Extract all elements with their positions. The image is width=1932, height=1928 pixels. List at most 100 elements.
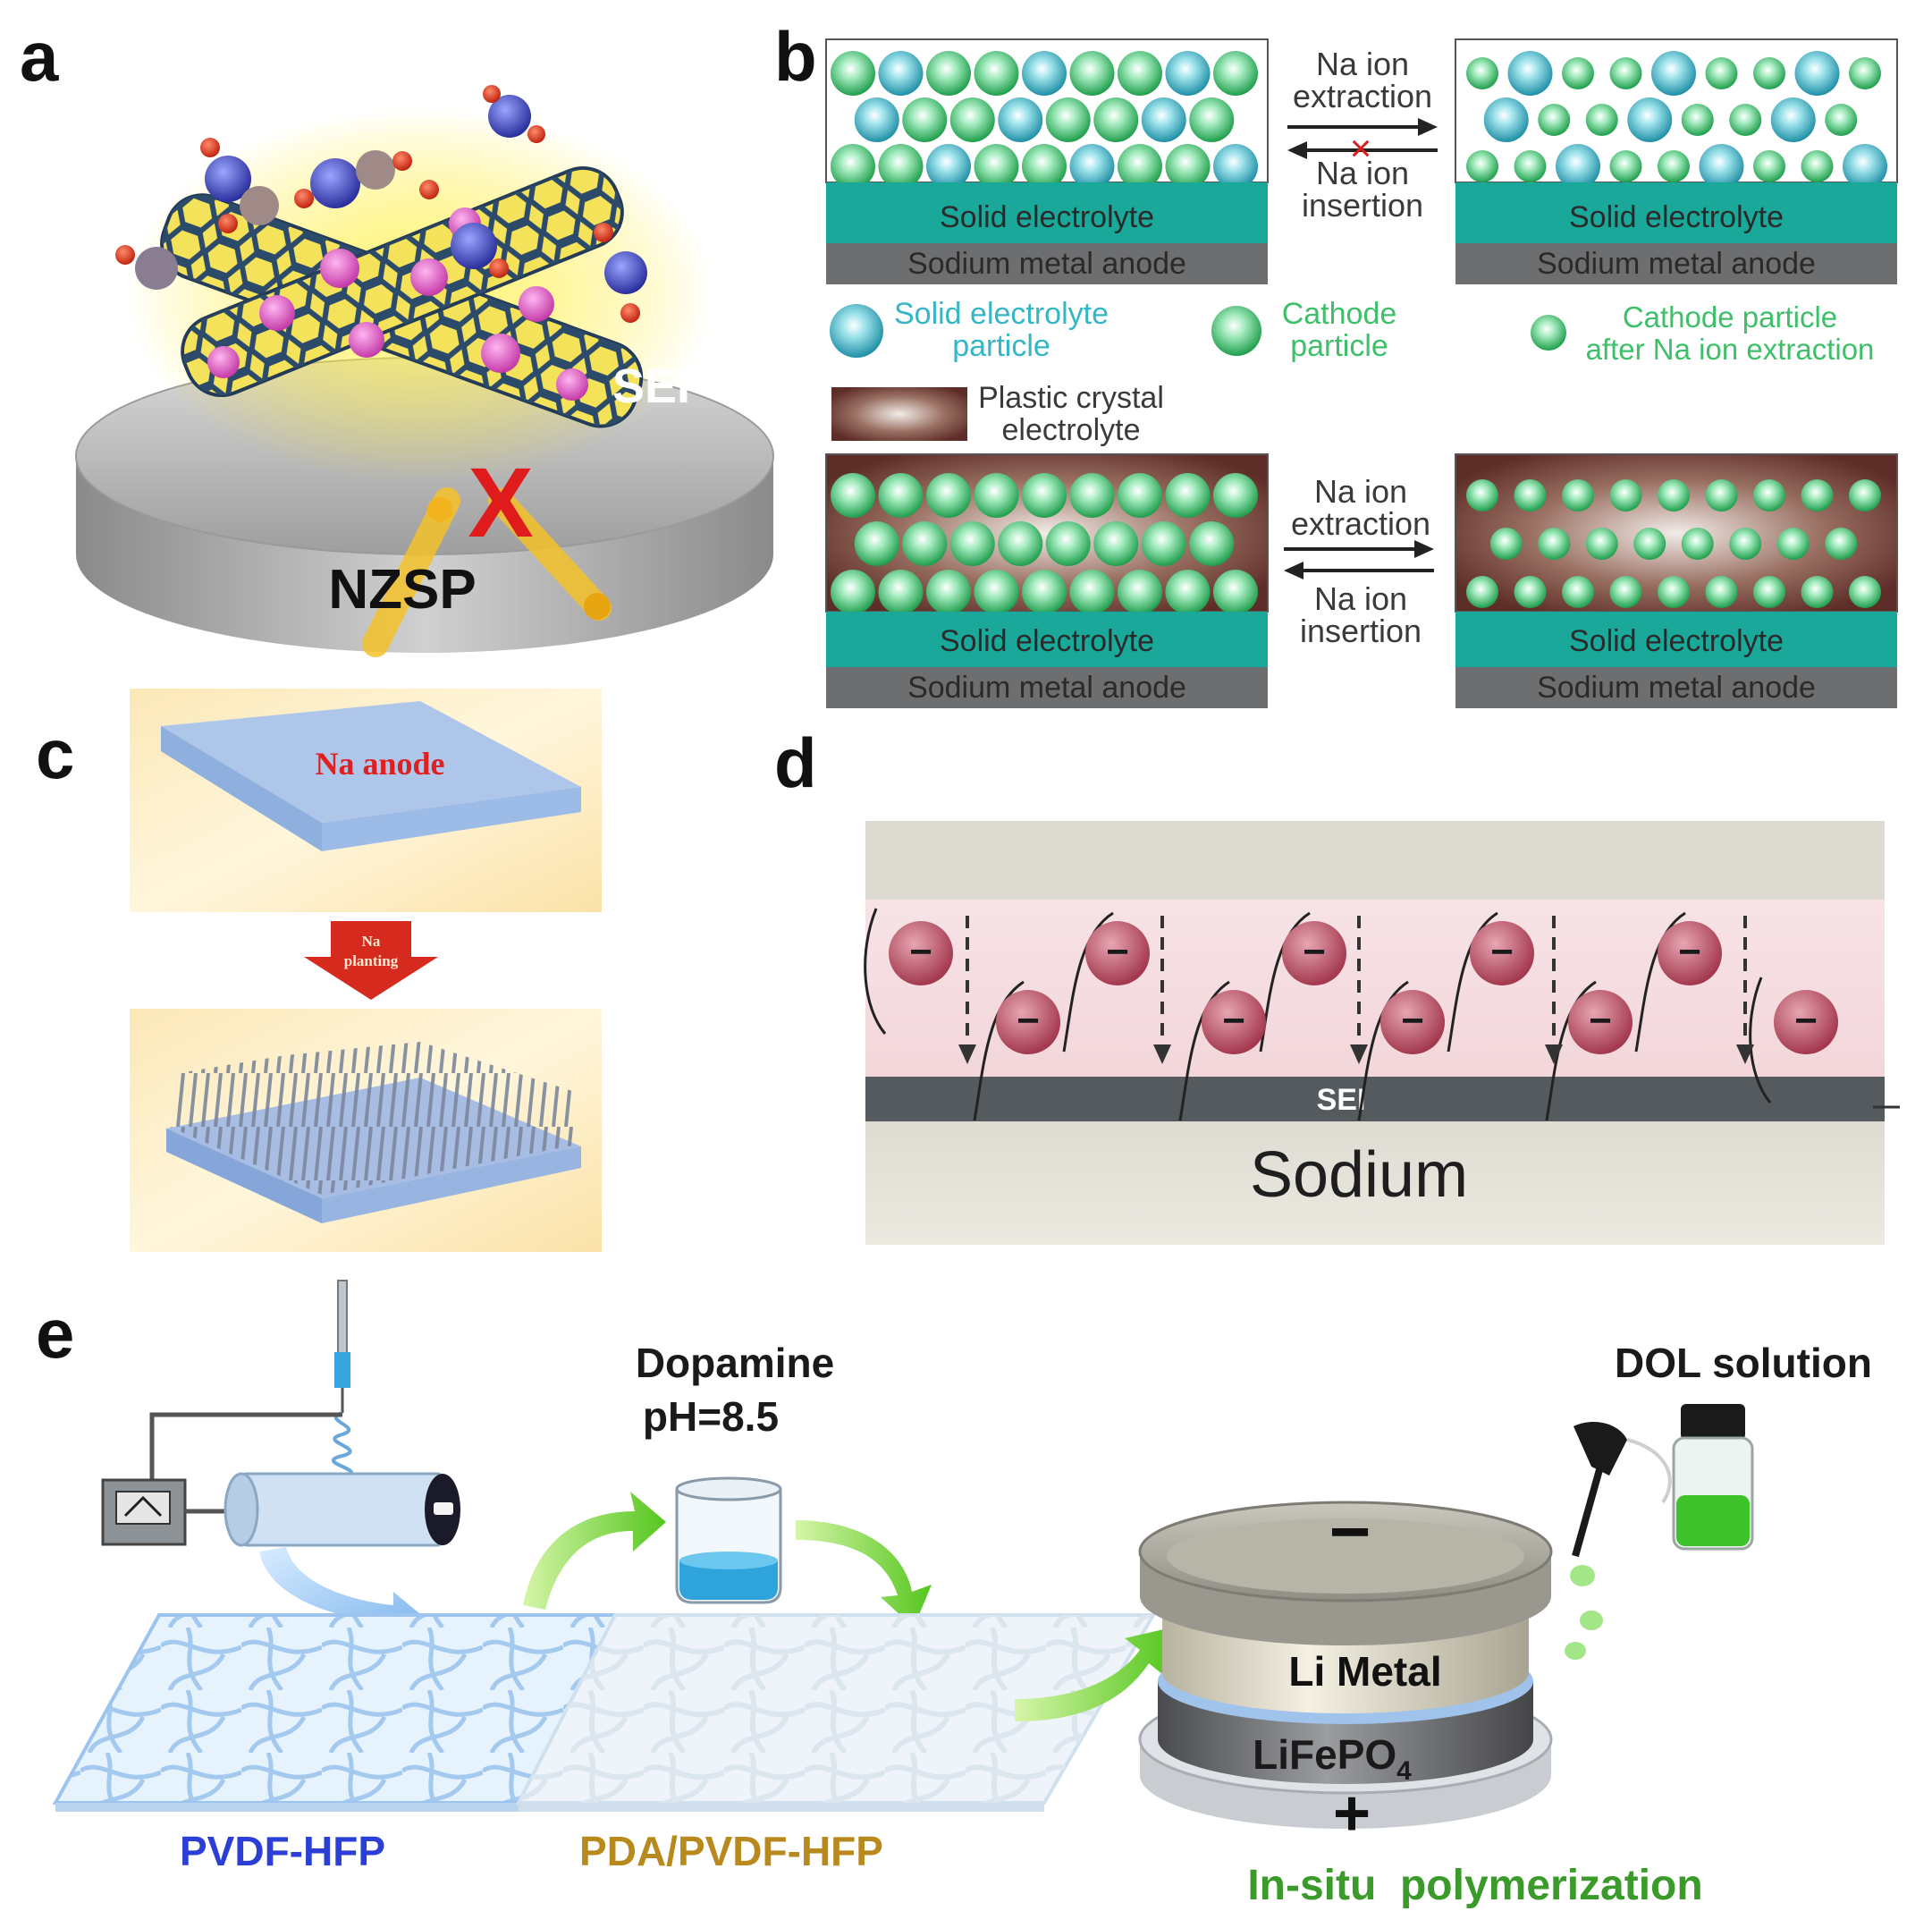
cathode-particle [1514,576,1547,608]
li-metal-label: Li Metal [1288,1648,1441,1695]
cathode-particle [1165,570,1211,614]
cathode-particle [1705,576,1738,608]
cathode-particle [926,473,971,518]
solid-electrolyte-particle [1770,97,1816,142]
blocked-x-mark: X [468,448,533,558]
na-plating-arrow: Na planting [304,921,438,1000]
migration-arrowhead [1545,1044,1563,1064]
pipette-hand-icon [1572,1422,1672,1558]
migration-arrowhead [1153,1044,1171,1064]
cathode-particle [1045,521,1091,566]
blocked-insertion-mark: × [1350,127,1372,169]
cathode-particle [1825,528,1858,560]
fiber-jet [332,1411,353,1479]
cathode-particle [1609,57,1642,89]
cathode-particle [1658,576,1690,608]
cell-bottom-right: Solid electrolyte Sodium metal anode [1455,453,1898,708]
anion-charge: − [1401,999,1424,1043]
cathode-particle [1609,576,1642,608]
dol-solution-label: DOL solution [1615,1340,1872,1386]
legend-solid-electrolyte-line2: particle [952,329,1050,363]
solid-electrolyte-particle [926,144,971,189]
bottom-reaction-arrows: Na ion extraction Na ion insertion [1284,473,1434,649]
sodium-anode-label: Sodium metal anode [1537,247,1816,281]
cathode-particle [1118,473,1162,518]
cathode-particle [1681,104,1714,136]
sei-layer [865,1077,1885,1121]
sodium-anode-label: Sodium metal anode [907,247,1186,281]
cathode-particle [1562,479,1594,512]
anion-charge: − [1222,999,1245,1043]
solid-electrolyte-label: Solid electrolyte [940,624,1154,658]
cathode-particle [1489,528,1523,560]
cathode-particle [926,51,971,96]
pda-pvdf-hfp-label: PDA/PVDF-HFP [579,1828,883,1874]
cathode-particle [1118,570,1162,614]
cathode-particle [831,51,875,96]
cathode-particle [1538,528,1571,560]
pda-pvdf-hfp-membrane [515,1613,1157,1812]
cathode-particle [1538,104,1571,136]
negative-terminal-label: − [1329,1492,1371,1571]
dol-droplets [1565,1565,1603,1660]
cathode-particle [831,473,875,518]
cathode-particle [1609,150,1642,182]
panel-a-letter: a [20,17,59,96]
particles-cathode-in-plastic-crystal [831,473,1258,614]
positive-terminal-label: + [1333,1778,1371,1849]
dip-arrow-in [523,1492,666,1610]
insertion-label-line1: Na ion [1314,580,1407,617]
legend-swatch-solid-electrolyte [830,304,883,358]
solid-electrolyte-particle [1483,97,1529,142]
panel-a: a [20,17,774,657]
cathode-particle [1753,150,1785,182]
cathode-particle [902,521,948,566]
cathode-particle [1189,97,1235,142]
solid-electrolyte-particle [1794,51,1840,96]
solid-electrolyte-particle [1165,51,1211,96]
anions: −−−−−−−−−− [864,908,1838,1121]
legend-solid-electrolyte-line1: Solid electrolyte [894,297,1109,331]
solid-electrolyte-particle [1141,97,1186,142]
cathode-particle [1165,144,1211,189]
upper-electrolyte-band [865,821,1885,900]
cathode-particle [1609,479,1642,512]
cathode-particle [1165,473,1211,518]
cathode-particle [854,521,899,566]
solid-electrolyte-particle [1627,97,1673,142]
solid-electrolyte-particle [1651,51,1696,96]
panel-e: e PVDF-HFP [36,1280,1872,1909]
arrow-label-line1: Na [362,933,381,950]
cathode-particle [1801,479,1834,512]
solid-electrolyte-label: Solid electrolyte [1569,200,1784,234]
cathode-particle [1658,479,1690,512]
nzsp-label: NZSP [328,559,476,621]
particles-after-extraction-plastic [1466,479,1881,608]
cathode-particle [949,97,995,142]
cathode-particle [1585,104,1618,136]
anion-charge: − [1589,999,1612,1043]
solid-electrolyte-label: Solid electrolyte [940,200,1154,234]
cathode-particle [998,521,1043,566]
anion-tail [864,908,887,1035]
cathode-particle [831,570,875,614]
anion-charge: − [909,930,932,974]
solid-electrolyte-particle [998,97,1043,142]
cathode-particle [974,570,1019,614]
cathode-particle [1213,570,1258,614]
anion-circle [1380,990,1445,1054]
electrolyte-molecules [115,85,647,323]
solid-electrolyte-particle [1022,51,1067,96]
sodium-anode-label: Sodium metal anode [1537,671,1816,705]
anion-circle [1202,990,1266,1054]
cathode-particle [1562,57,1594,89]
extraction-label-line1: Na ion [1316,46,1409,82]
lifepo4-subscript: 4 [1396,1756,1412,1786]
migration-arrowhead [958,1044,976,1064]
pvdf-hfp-membrane [52,1613,683,1812]
cathode-particle [1118,144,1162,189]
cathode-particle [1466,57,1498,89]
solid-electrolyte-particle [1213,144,1258,189]
anion-charge: − [1678,930,1701,974]
anion-tail [1634,911,1686,1053]
